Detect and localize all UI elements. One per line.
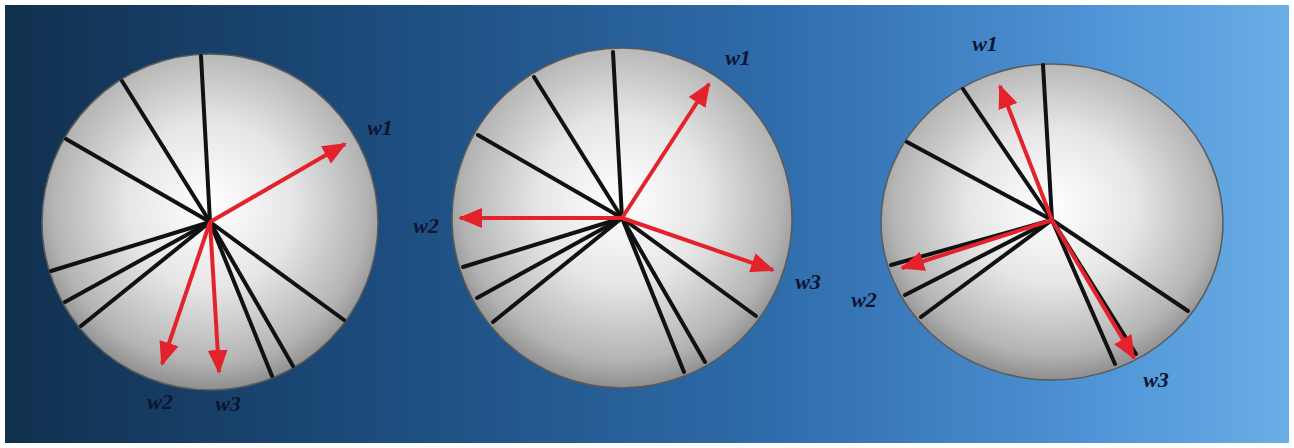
weight-label: w2 bbox=[413, 215, 439, 237]
sphere bbox=[452, 48, 792, 388]
weight-label: w3 bbox=[215, 393, 241, 415]
sphere bbox=[881, 64, 1223, 380]
weight-label: w1 bbox=[972, 33, 998, 55]
sphere bbox=[42, 54, 378, 390]
weight-label: w2 bbox=[147, 391, 173, 413]
weight-label: w3 bbox=[795, 271, 821, 293]
weight-label: w3 bbox=[1143, 369, 1169, 391]
weight-label: w1 bbox=[725, 47, 751, 69]
weight-label: w2 bbox=[851, 289, 877, 311]
weight-label: w1 bbox=[367, 117, 393, 139]
